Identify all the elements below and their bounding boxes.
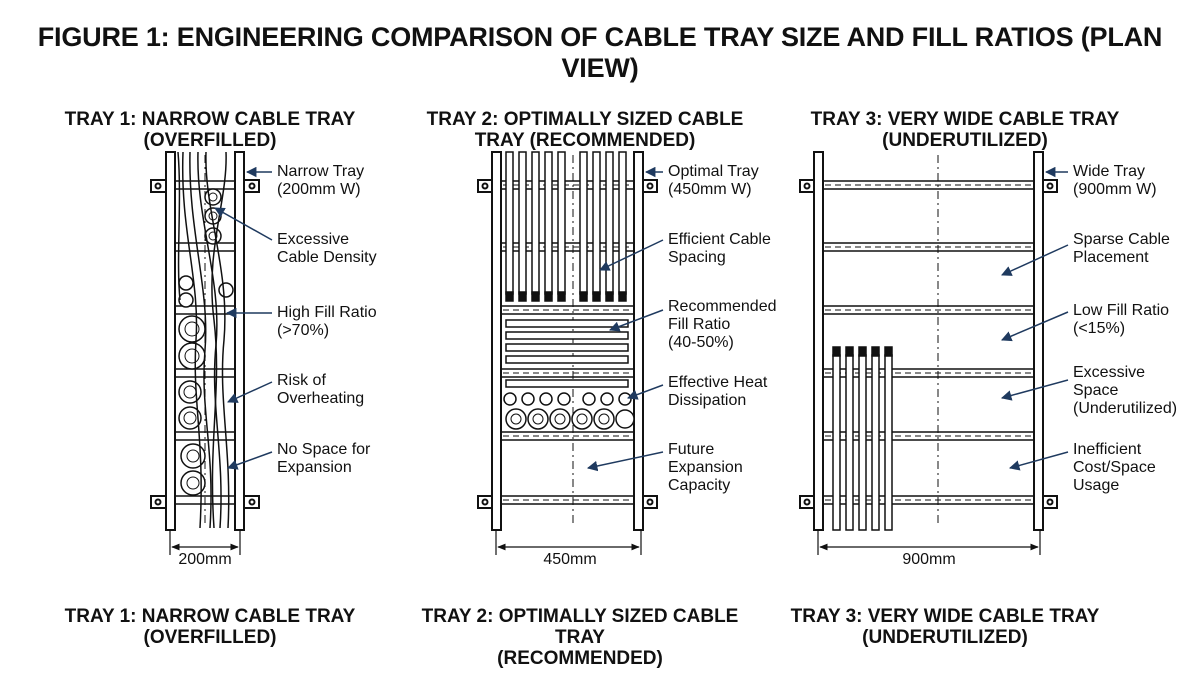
tray2-drawing [477,151,658,531]
tray2-callout-arrows [586,166,664,472]
tray1-drawing [150,151,260,531]
tray3-top-title: TRAY 3: VERY WIDE CABLE TRAY(UNDERUTILIZ… [810,109,1120,151]
tray3-callout-arrows [1000,166,1069,471]
tray1-dimension-label: 200mm [178,551,232,568]
tray3-dimension-line [817,530,1041,555]
tray1-top-title: TRAY 1: NARROW CABLE TRAY(OVERFILLED) [64,109,356,151]
tray2-bottom-title: TRAY 2: OPTIMALLY SIZED CABLE TRAY(RECOM… [421,606,739,669]
tray1-callout-narrow-tray: Narrow Tray(200mm W) [277,163,365,198]
tray3-bottom-title: TRAY 3: VERY WIDE CABLE TRAY(UNDERUTILIZ… [790,606,1100,648]
tray2-dimension-label: 450mm [543,551,597,568]
tray1-bottom-title: TRAY 1: NARROW CABLE TRAY(OVERFILLED) [64,606,356,648]
cable-tray-drawing [150,151,1069,555]
tray3-callout-wide-tray: Wide Tray(900mm W) [1073,163,1157,198]
tray2-dimension-line [495,530,642,555]
figure-title: FIGURE 1: ENGINEERING COMPARISON OF CABL… [37,22,1163,83]
tray3-drawing [799,151,1058,531]
tray3-dimension-label: 900mm [902,551,956,568]
tray3-callout-fill-ratio: Low Fill Ratio(<15%) [1073,302,1170,337]
tray1-callout-fill-ratio: High Fill Ratio(>70%) [277,304,377,339]
tray1-dimension-line [169,530,241,555]
tray1-callout-arrows [214,166,273,470]
tray2-callout-optimal-tray: Optimal Tray(450mm W) [668,163,759,198]
